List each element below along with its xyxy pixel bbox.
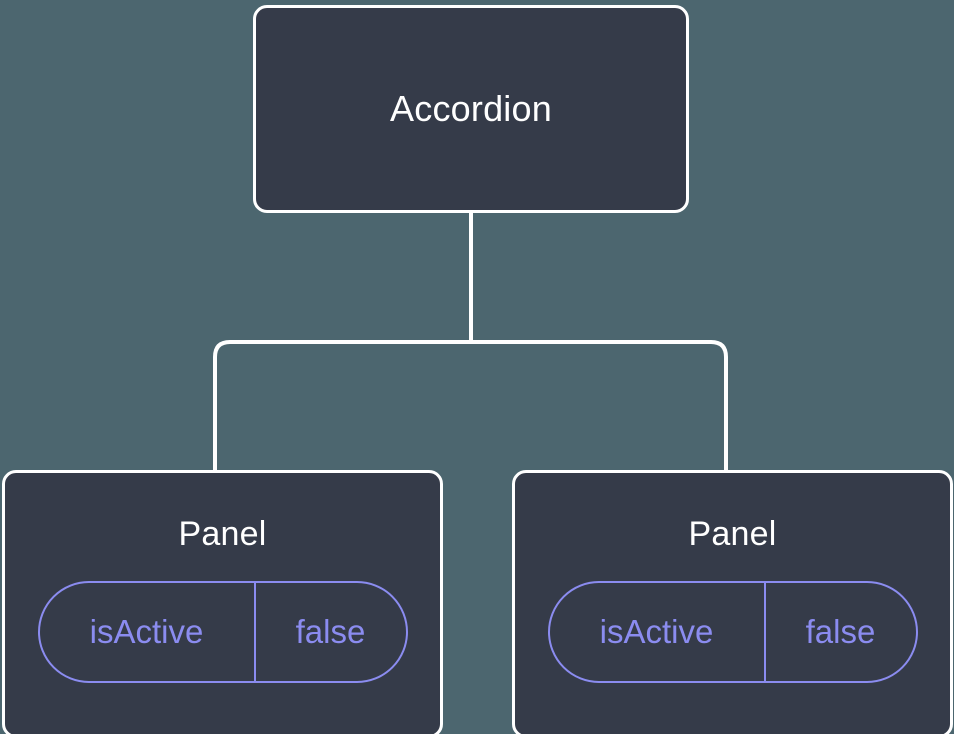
prop-pill-panel-2[interactable]: isActive false xyxy=(547,580,918,683)
prop-pill-panel-1[interactable]: isActive false xyxy=(37,580,408,683)
node-accordion[interactable]: Accordion xyxy=(253,5,689,213)
prop-pill-panel-1-value: false xyxy=(253,582,406,681)
prop-pill-panel-1-key: isActive xyxy=(89,612,204,650)
edge-to-panel-1 xyxy=(213,340,471,474)
node-panel-2-label: Panel xyxy=(688,515,777,553)
node-panel-1[interactable]: Panel isActive false xyxy=(2,470,443,734)
edge-to-panel-2 xyxy=(471,340,728,474)
node-panel-2[interactable]: Panel isActive false xyxy=(512,470,953,734)
prop-pill-panel-2-key: isActive xyxy=(599,612,714,650)
prop-pill-panel-2-value: false xyxy=(763,582,916,681)
node-panel-1-label: Panel xyxy=(178,515,267,553)
node-accordion-label: Accordion xyxy=(390,88,552,130)
